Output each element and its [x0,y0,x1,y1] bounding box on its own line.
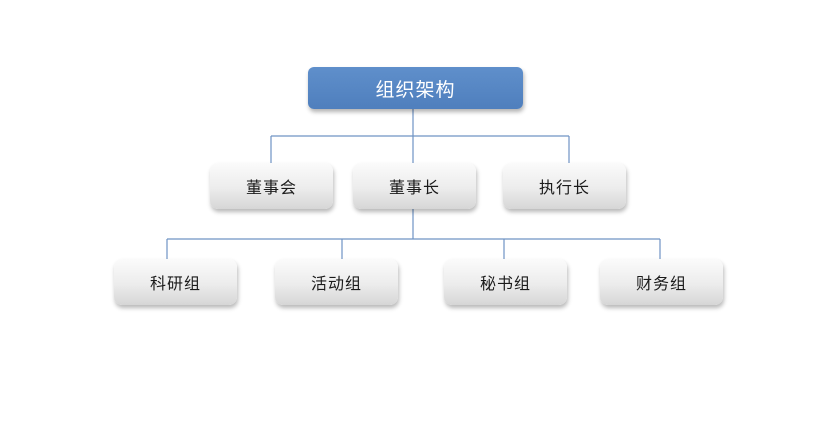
node-secretariat-group-label: 秘书组 [479,274,531,293]
node-finance-group: 财务组 [600,259,723,305]
org-chart-root: 组织架构 [308,67,523,109]
node-board: 董事会 [210,163,333,209]
node-activity-group-label: 活动组 [310,274,362,293]
node-secretariat-group: 秘书组 [444,259,567,305]
node-chairman-label: 董事长 [388,178,440,197]
node-ceo: 执行长 [503,163,626,209]
node-ceo-label: 执行长 [538,178,590,197]
node-board-label: 董事会 [245,178,297,197]
node-research-group-label: 科研组 [149,274,201,293]
node-chairman: 董事长 [353,163,476,209]
node-finance-group-label: 财务组 [635,274,687,293]
org-chart-root-label: 组织架构 [375,78,456,101]
node-activity-group: 活动组 [275,259,398,305]
node-research-group: 科研组 [114,259,237,305]
